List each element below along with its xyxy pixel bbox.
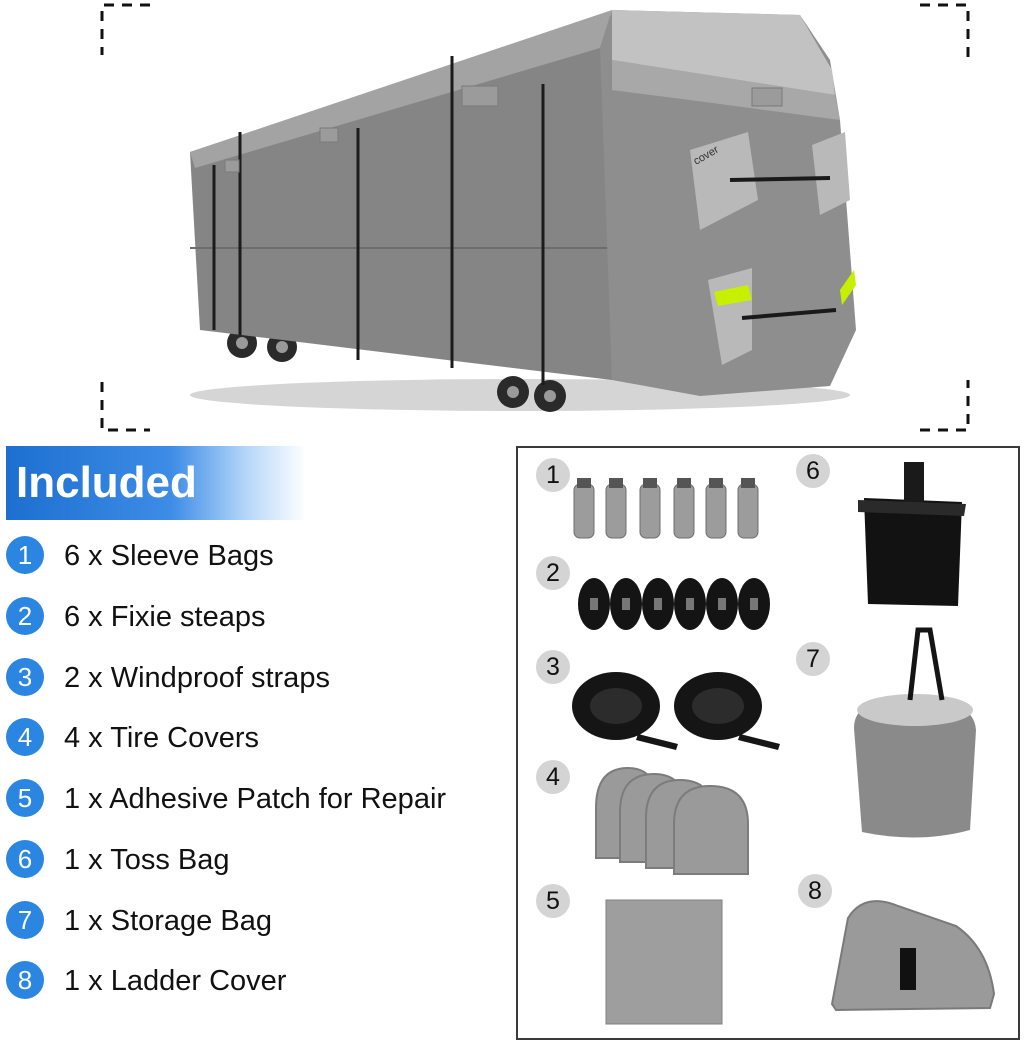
list-item: 6 1 x Toss Bag — [6, 840, 516, 884]
list-item: 1 6 x Sleeve Bags — [6, 536, 516, 580]
panel-number-4: 4 — [536, 760, 570, 794]
crop-corner-marks — [100, 3, 970, 432]
accessories-panel: 1 2 3 4 5 6 7 8 — [516, 446, 1020, 1040]
item-label: 2 x Windproof straps — [64, 662, 330, 694]
item-number-badge: 1 — [6, 536, 44, 574]
accessory-illustrations — [572, 462, 996, 1025]
sleeve-bags-image — [573, 483, 759, 539]
item-number-badge: 7 — [6, 901, 44, 939]
item-label: 6 x Fixie steaps — [64, 601, 266, 633]
item-number-badge: 4 — [6, 718, 44, 756]
list-item: 2 6 x Fixie steaps — [6, 597, 516, 641]
panel-number-1: 1 — [536, 458, 570, 492]
panel-number-8: 8 — [798, 874, 832, 908]
item-number-badge: 3 — [6, 658, 44, 696]
adhesive-patch-image — [605, 899, 723, 1025]
panel-number-7: 7 — [796, 642, 830, 676]
list-item: 7 1 x Storage Bag — [6, 901, 516, 945]
item-label: 1 x Storage Bag — [64, 905, 272, 937]
list-item: 8 1 x Ladder Cover — [6, 961, 516, 1005]
panel-number-3: 3 — [536, 650, 570, 684]
item-label: 6 x Sleeve Bags — [64, 540, 274, 572]
tire-covers-image — [595, 766, 749, 875]
list-item: 5 1 x Adhesive Patch for Repair — [6, 779, 516, 823]
panel-number-6: 6 — [796, 454, 830, 488]
item-label: 1 x Ladder Cover — [64, 965, 287, 997]
list-item: 4 4 x Tire Covers — [6, 718, 516, 762]
item-number-badge: 2 — [6, 597, 44, 635]
item-number-badge: 8 — [6, 961, 44, 999]
storage-bag-image — [854, 627, 976, 838]
item-number-badge: 5 — [6, 779, 44, 817]
ladder-cover-image — [830, 900, 996, 1012]
item-label: 4 x Tire Covers — [64, 722, 259, 754]
rv-cover-image: cover — [100, 3, 970, 432]
included-title: Included — [16, 458, 197, 507]
toss-bag-image — [858, 462, 966, 606]
panel-number-2: 2 — [536, 556, 570, 590]
fixie-straps-image — [578, 578, 770, 630]
item-number-badge: 6 — [6, 840, 44, 878]
item-label: 1 x Adhesive Patch for Repair — [64, 783, 447, 815]
item-label: 1 x Toss Bag — [64, 844, 230, 876]
included-banner — [6, 446, 306, 520]
panel-number-5: 5 — [536, 884, 570, 918]
list-item: 3 2 x Windproof straps — [6, 658, 516, 702]
